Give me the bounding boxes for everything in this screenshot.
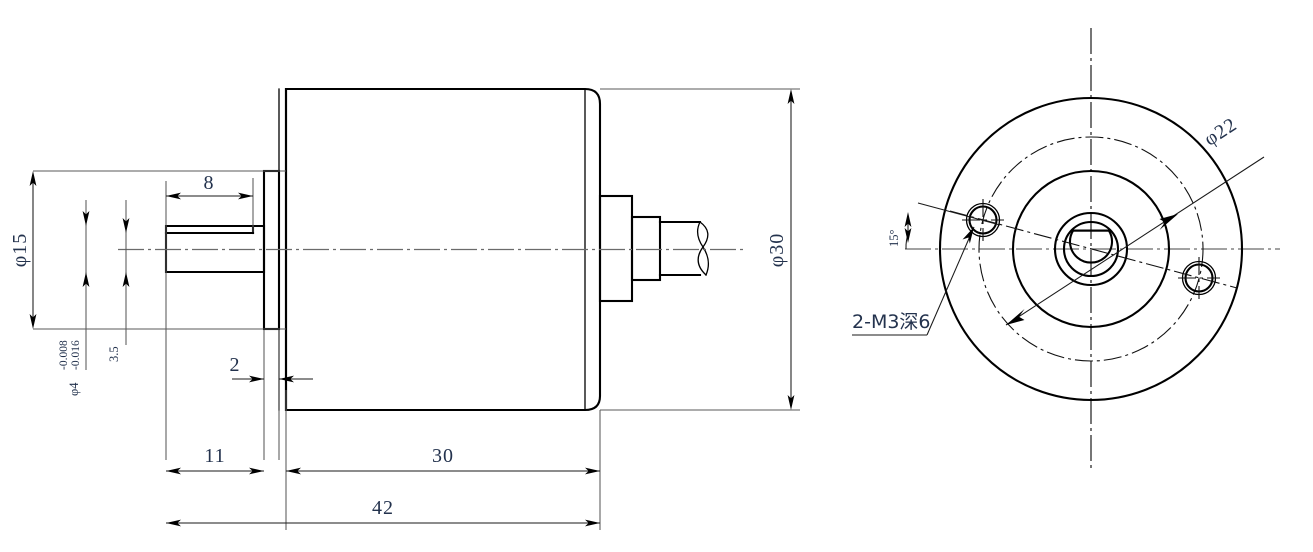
boss-circle (1011, 169, 1171, 329)
leader-phi22: φ22 (1005, 113, 1265, 326)
dim-label-42: 42 (372, 497, 394, 519)
dim-8: 8 (166, 172, 253, 200)
front-end-view: 15° φ22 2-M3深6 (852, 28, 1280, 470)
angle-15-annotation: 15° (887, 202, 1001, 250)
dim-label-30: 30 (432, 445, 454, 467)
dim-label-11: 11 (204, 445, 225, 467)
rear-boss-and-wire (598, 194, 710, 303)
dim-label-phi30: φ30 (766, 233, 788, 268)
thread-note-label: 2-M3深6 (852, 311, 931, 333)
hub-mid-circle (1062, 220, 1120, 278)
dim-phi4: φ4 -0.008 -0.016 (58, 211, 90, 396)
tapped-hole-lower-right (1178, 257, 1220, 299)
bolt-circle-phi22 (978, 136, 1204, 362)
dim-label-phi22: φ22 (1200, 113, 1241, 150)
bolt-axis-centerline (949, 210, 1238, 289)
tapped-hole-upper-left (962, 199, 1004, 241)
dim-phi15: φ15 (9, 171, 37, 329)
outer-body-circle (938, 96, 1244, 402)
dim-42: 42 (166, 497, 600, 527)
dim-phi30: φ30 (766, 89, 795, 410)
dim-label-3p5: 3.5 (107, 346, 121, 362)
dim-label-phi15: φ15 (9, 233, 31, 268)
dim-2: 2 (230, 354, 313, 383)
dim-label-phi4-tol-lower: -0.016 (70, 340, 82, 370)
dim-30: 30 (286, 445, 600, 475)
dim-label-15deg: 15° (887, 230, 901, 248)
dim-11: 11 (166, 445, 264, 475)
side-section-view (118, 87, 745, 412)
leader-thread-note: 2-M3深6 (852, 226, 975, 336)
dim-label-phi4: φ4 (67, 382, 81, 396)
dim-label-8: 8 (204, 172, 215, 194)
dim-3p5: 3.5 (107, 218, 130, 362)
dimension-group-left: φ15 φ4 -0.008 -0.016 3.5 8 2 (9, 88, 800, 530)
dim-label-phi4-tol-upper: -0.008 (58, 340, 70, 370)
hub-outer-circle (1053, 211, 1129, 287)
dim-label-2: 2 (230, 354, 241, 376)
